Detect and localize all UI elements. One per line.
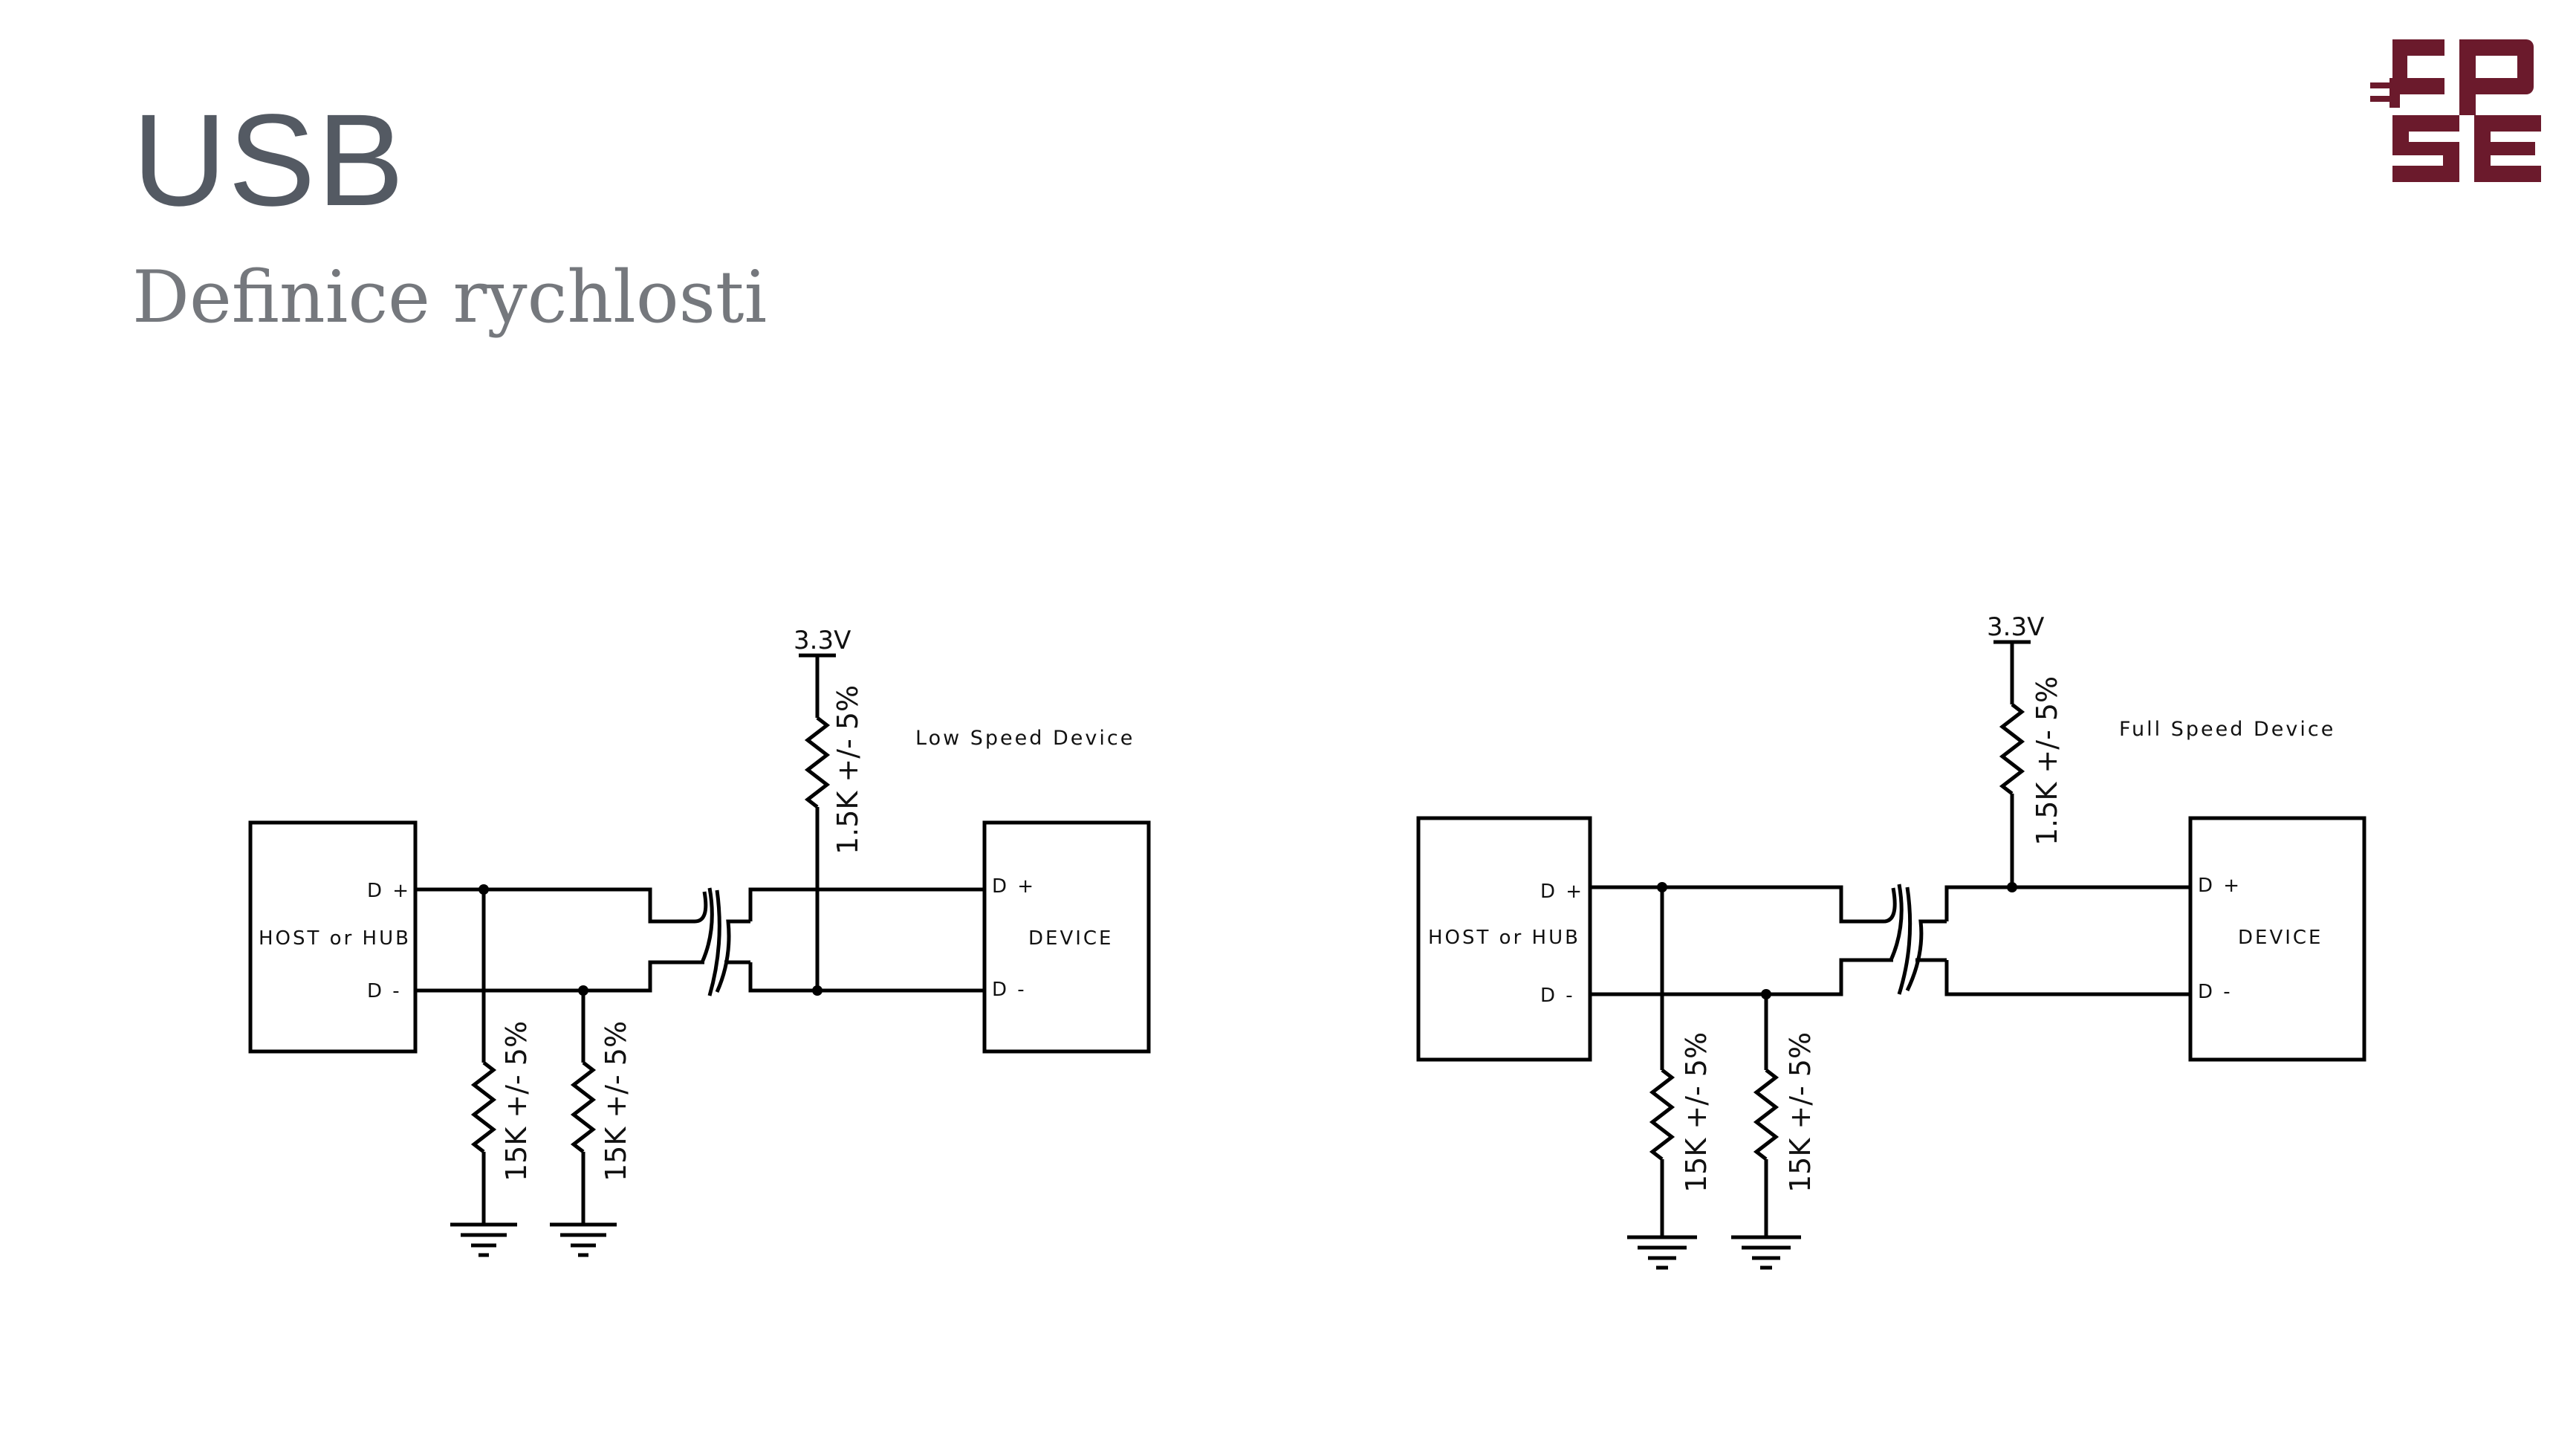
- slide-subtitle: Definice rychlosti: [132, 256, 768, 339]
- host-dminus-label: D -: [1540, 985, 1575, 1007]
- device-dminus-label: D -: [992, 979, 1027, 1001]
- low-speed-diagram: Low Speed Device HOST or HUB D + D - DEV…: [248, 626, 1151, 1257]
- host-label: HOST or HUB: [259, 927, 411, 950]
- device-label: DEVICE: [2238, 927, 2323, 949]
- device-box: [982, 820, 1151, 1054]
- pulldown-resistor-2: [1753, 1069, 1779, 1161]
- supply-label: 3.3V: [1987, 612, 2044, 642]
- host-dminus-label: D -: [367, 980, 402, 1002]
- slide-title: USB: [132, 88, 406, 233]
- device-dplus-label: D +: [2198, 875, 2242, 897]
- diagram-caption: Low Speed Device: [915, 727, 1135, 750]
- host-label: HOST or HUB: [1428, 927, 1580, 949]
- cpse-logo-icon: [2370, 39, 2541, 182]
- host-dplus-label: D +: [1540, 881, 1584, 903]
- twisted-pair-symbol: [1883, 884, 1947, 995]
- device-dminus-label: D -: [2198, 981, 2233, 1003]
- dminus-wire-device: [748, 962, 984, 993]
- pullup-label: 1.5K +/- 5%: [2031, 676, 2063, 846]
- ground-icon: [450, 1222, 517, 1257]
- ground-icon: [1627, 1235, 1697, 1270]
- device-box: [2188, 816, 2366, 1062]
- host-box: [1416, 816, 1592, 1062]
- pulldown-resistor-2: [570, 1061, 597, 1153]
- dplus-wire-host: [1590, 885, 1884, 924]
- ground-icon: [1731, 1235, 1801, 1270]
- host-box: [248, 820, 418, 1054]
- device-label: DEVICE: [1028, 927, 1113, 950]
- pulldown-1-label: 15K +/- 5%: [1680, 1032, 1713, 1193]
- twisted-pair-symbol: [694, 887, 750, 996]
- supply-label: 3.3V: [794, 626, 851, 655]
- pulldown-resistor-1: [470, 1061, 497, 1153]
- dminus-wire-device: [1944, 960, 2190, 996]
- pulldown-2-label: 15K +/- 5%: [1784, 1032, 1817, 1193]
- pullup-label: 1.5K +/- 5%: [831, 685, 864, 855]
- pulldown-resistor-1: [1649, 1069, 1675, 1161]
- pullup-resistor: [804, 716, 831, 808]
- pulldown-2-label: 15K +/- 5%: [600, 1021, 632, 1181]
- dplus-wire-device: [748, 887, 984, 921]
- dminus-wire-host: [415, 960, 695, 993]
- dplus-wire-host: [415, 887, 695, 924]
- ground-icon: [550, 1222, 617, 1257]
- full-speed-diagram: Full Speed Device HOST or HUB D + D - DE…: [1416, 612, 2366, 1270]
- diagram-caption: Full Speed Device: [2119, 718, 2335, 741]
- device-dplus-label: D +: [992, 875, 1036, 898]
- pulldown-1-label: 15K +/- 5%: [500, 1021, 533, 1181]
- host-dplus-label: D +: [367, 880, 411, 902]
- dplus-wire-device: [1944, 885, 2190, 921]
- dminus-wire-host: [1590, 958, 1884, 996]
- pullup-resistor: [1999, 703, 2025, 795]
